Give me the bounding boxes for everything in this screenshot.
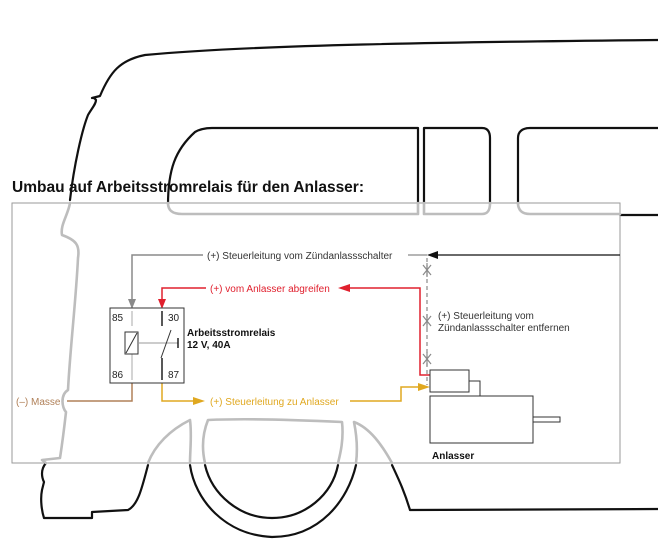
bus-arch-left-faded	[146, 418, 193, 465]
arrowhead-icon	[193, 397, 205, 405]
relay-pin-87: 87	[168, 370, 180, 381]
starter-solenoid-lead	[469, 380, 481, 402]
bus-front-faded	[40, 201, 80, 465]
bus-wheel-inner	[203, 463, 340, 520]
relay-body	[109, 307, 185, 384]
bus-wheel-outer	[188, 463, 358, 539]
wire-tap-red	[350, 287, 430, 376]
starter-motor	[429, 369, 561, 444]
relay-pin-30: 30	[168, 313, 180, 324]
bus-right-window-bottom-faded	[516, 201, 622, 216]
cross-mark-icon	[422, 352, 432, 366]
label-ground: (–) Masse	[16, 397, 61, 408]
arrowhead-icon	[158, 299, 166, 309]
wire-to-starter-right	[350, 386, 418, 402]
wire-tap-red-left	[161, 287, 206, 300]
bus-front-window	[166, 126, 420, 207]
cross-mark-icon	[422, 314, 432, 328]
wire-to-starter	[161, 383, 193, 402]
starter-shaft	[532, 416, 561, 423]
bus-wheel-top-faded	[201, 417, 344, 465]
bus-arch-right-faded	[352, 420, 394, 465]
label-tap-from-starter: (+) vom Anlasser abgreifen	[210, 284, 330, 295]
starter-body	[429, 395, 534, 444]
label-remove-note-line1: (+) Steuerleitung vom	[438, 311, 534, 322]
relay-coil-diagonal	[125, 332, 138, 354]
wire-control-gray-left	[131, 254, 203, 300]
bus-roof-line	[68, 38, 658, 202]
label-control-from-switch: (+) Steuerleitung vom Zündanlassschalter	[207, 251, 393, 262]
bus-outline-faded	[40, 201, 622, 465]
starter-label: Anlasser	[432, 451, 474, 462]
cross-mark-icon	[422, 263, 432, 277]
arrowhead-icon	[427, 251, 438, 259]
relay-name: Arbeitsstromrelais	[187, 328, 276, 339]
relay-pin-85: 85	[112, 313, 124, 324]
relay-switch-contact	[160, 329, 172, 359]
bus-lower-front	[40, 461, 150, 520]
relay: 85 30 86 87	[109, 307, 185, 384]
wire-ground	[67, 383, 133, 402]
diagram-title: Umbau auf Arbeitsstromrelais für den Anl…	[12, 179, 364, 196]
relay-rating: 12 V, 40A	[187, 340, 231, 351]
relay-pin-86: 86	[112, 370, 124, 381]
bus-middle-window	[422, 126, 492, 207]
bus-right-window	[516, 126, 658, 207]
arrowhead-icon	[128, 299, 136, 309]
bus-middle-window-bottom-faded	[422, 201, 492, 216]
arrowhead-icon	[338, 284, 350, 292]
label-remove-note-line2: Zündanlassschalter entfernen	[438, 323, 570, 334]
label-control-to-starter: (+) Steuerleitung zu Anlasser	[210, 397, 339, 408]
arrowhead-icon	[418, 383, 430, 391]
starter-solenoid	[429, 369, 470, 393]
bus-lower-rear	[390, 463, 658, 512]
bus-outline	[40, 38, 658, 539]
bus-window-bottom-faded	[166, 201, 420, 216]
